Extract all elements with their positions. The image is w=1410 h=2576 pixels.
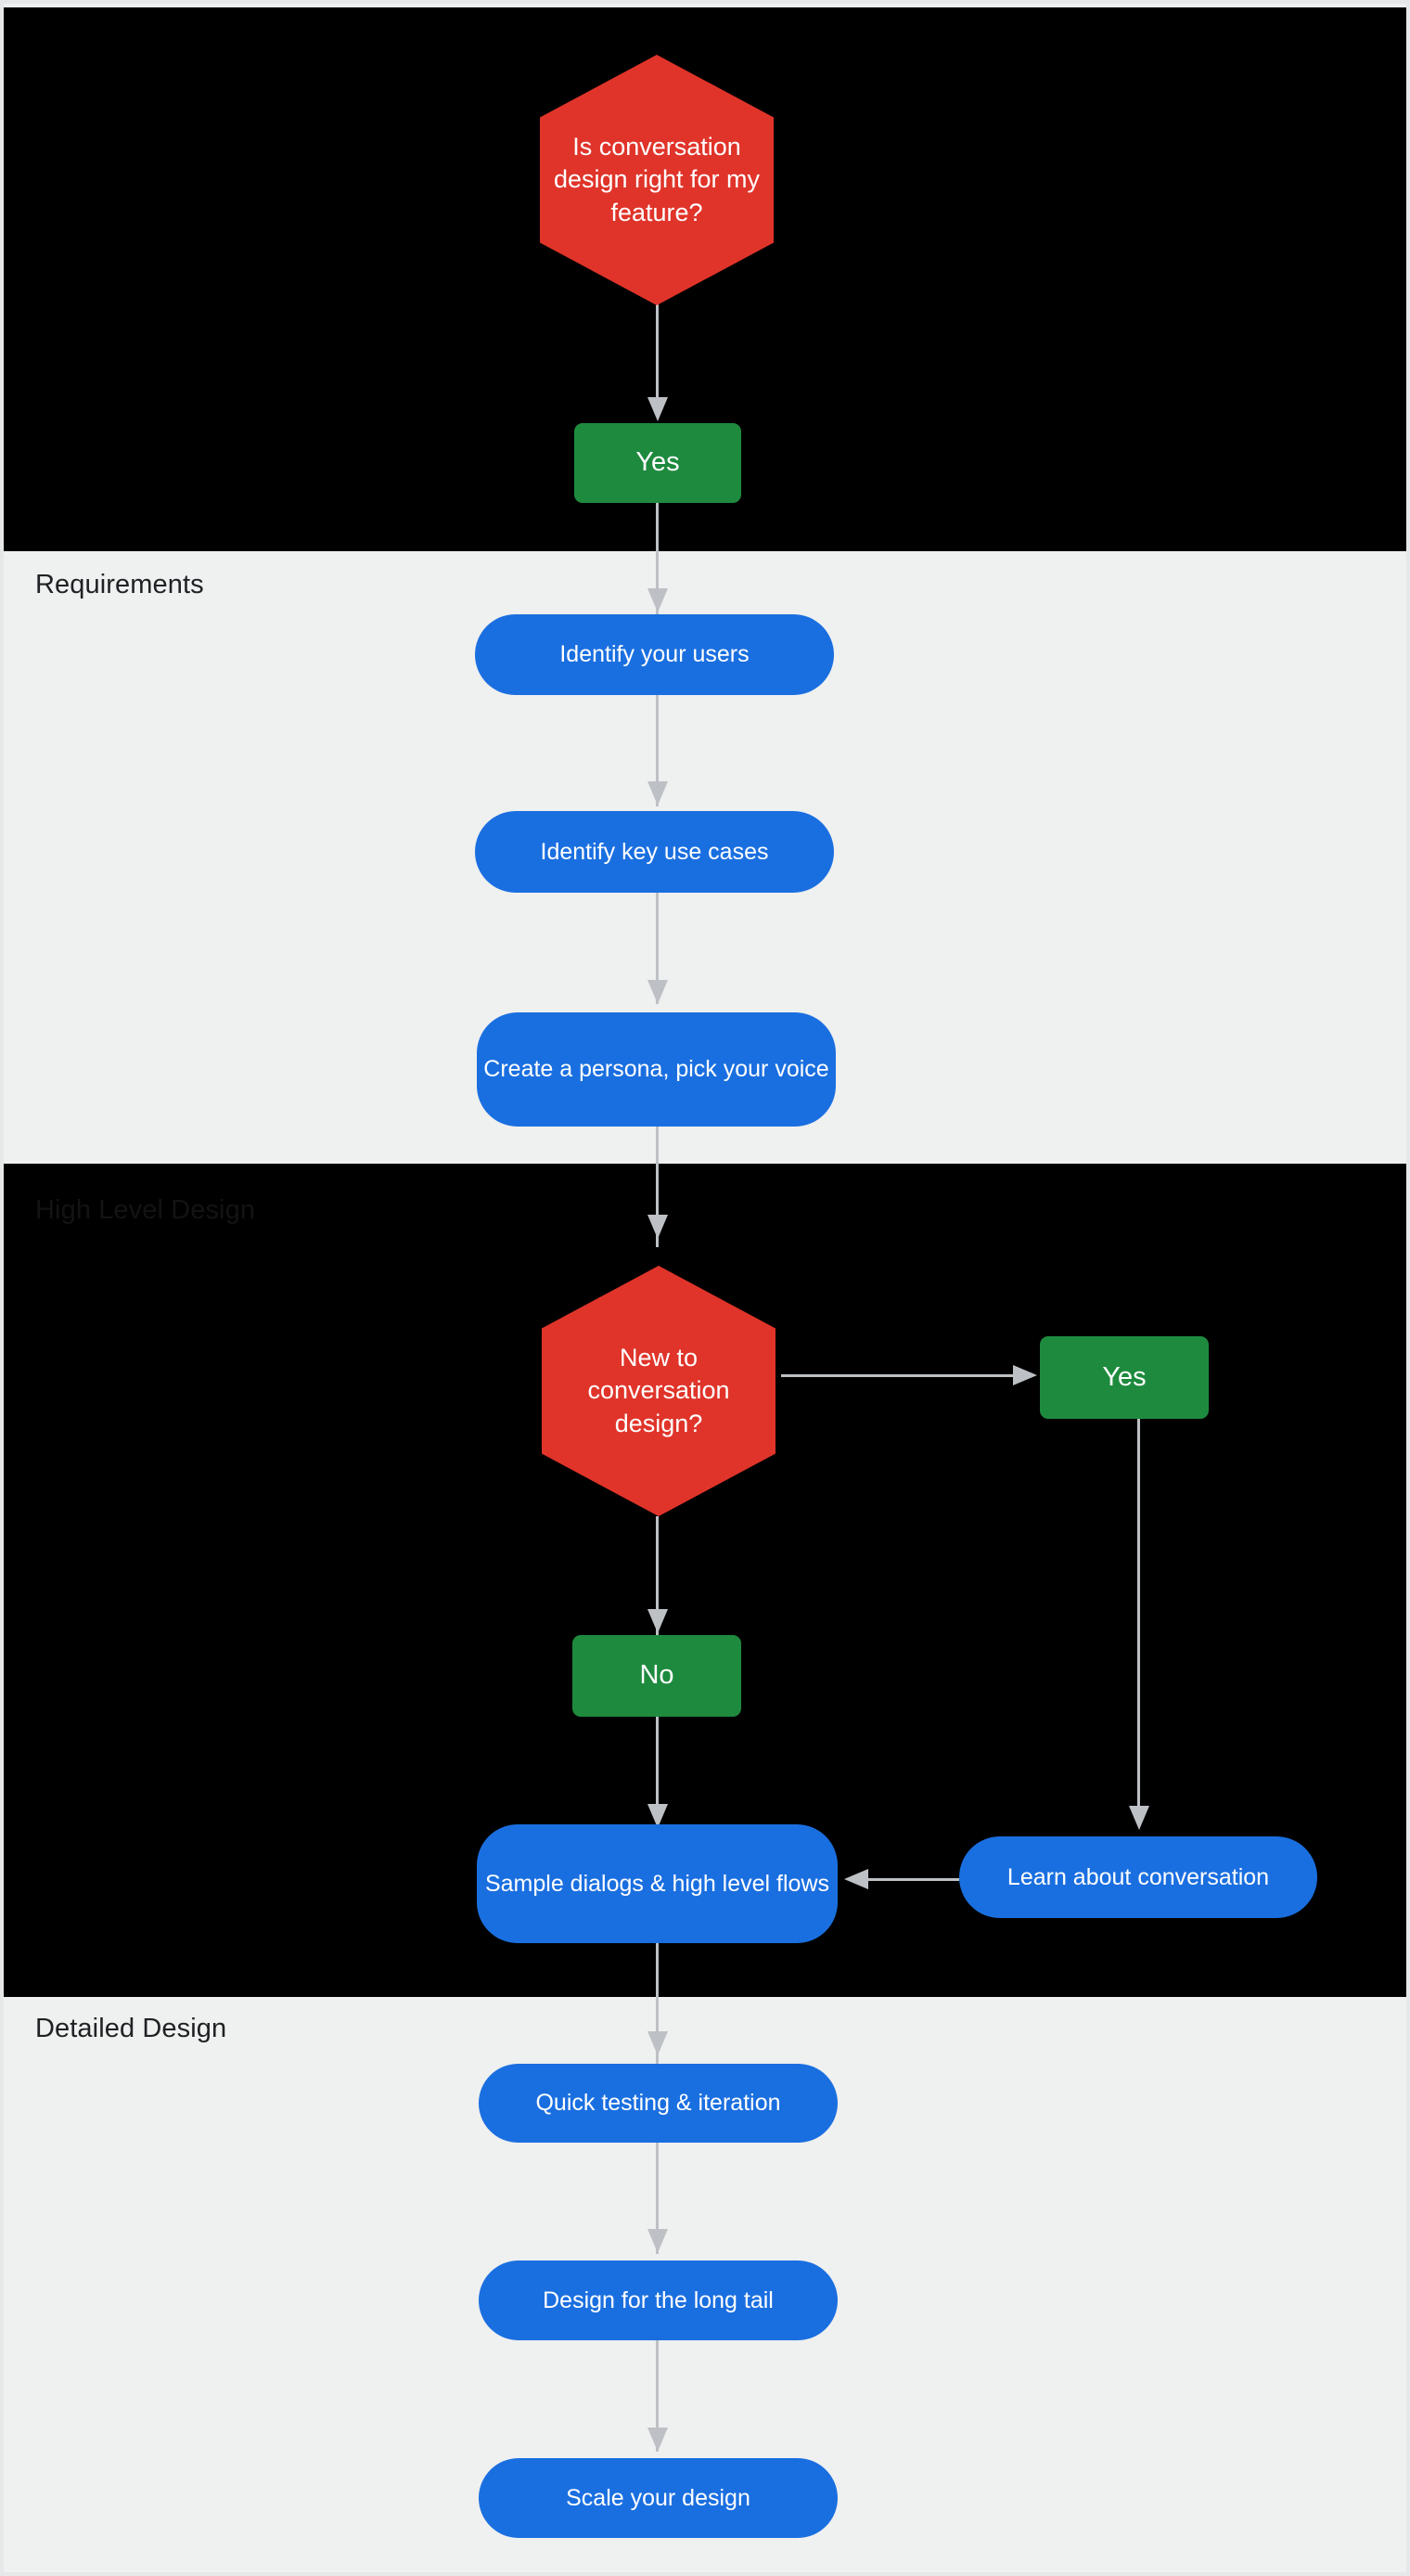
connector-sample-dialogs-to-quick-testing-arrowhead (647, 2031, 668, 2055)
step-scale-your-design-label: Scale your design (566, 2484, 750, 2511)
connector-decision-new-to-yes2-arrowhead (1013, 1365, 1037, 1385)
answer-yes-top-label: Yes (635, 447, 680, 478)
connector-quick-testing-to-long-tail (656, 2143, 659, 2254)
connector-learn-to-sample-dialogs (866, 1878, 959, 1881)
connector-yes1-to-identify-users (656, 503, 659, 614)
step-identify-your-users[interactable]: Identify your users (475, 614, 834, 695)
band-label-high-level-design: High Level Design (35, 1195, 256, 1225)
connector-long-tail-to-scale-design (656, 2340, 659, 2452)
answer-no-new-to-cd-label: No (639, 1660, 674, 1691)
answer-yes-new-to-cd-label: Yes (1102, 1361, 1147, 1392)
band-label-detailed-design: Detailed Design (35, 2014, 227, 2043)
connector-long-tail-to-scale-design-arrowhead (647, 2428, 668, 2452)
connector-no-to-sample-dialogs (656, 1716, 659, 1823)
connector-decision-new-to-no (656, 1516, 659, 1635)
connector-persona-to-decision-new-arrowhead (647, 1215, 668, 1239)
connector-yes2-to-learn-conversation-arrowhead (1129, 1806, 1149, 1830)
step-create-a-persona-pick-your-voice-label: Create a persona, pick your voice (483, 1056, 829, 1083)
connector-identify-users-to-use-cases-arrowhead (647, 781, 668, 805)
connector-no-to-sample-dialogs-arrowhead (647, 1804, 668, 1828)
step-quick-testing-and-iteration[interactable]: Quick testing & iteration (479, 2064, 838, 2143)
answer-yes-new-to-cd[interactable]: Yes (1040, 1336, 1209, 1419)
connector-yes1-to-identify-users-arrowhead (647, 588, 668, 612)
connector-learn-to-sample-dialogs-arrowhead (844, 1869, 868, 1889)
connector-decision-fit-to-yes (656, 301, 659, 403)
band-label-requirements: Requirements (35, 570, 204, 599)
decision-is-conversation-design-right[interactable]: Is conversation design right for my feat… (540, 55, 774, 305)
connector-quick-testing-to-long-tail-arrowhead (647, 2229, 668, 2253)
answer-yes-top[interactable]: Yes (574, 423, 741, 503)
connector-persona-to-decision-new (656, 1127, 659, 1247)
decision-new-to-conversation-design-label: New to conversation design? (587, 1344, 730, 1437)
step-sample-dialogs-high-level-flows[interactable]: Sample dialogs & high level flows (477, 1824, 838, 1943)
connector-identify-users-to-use-cases (656, 695, 659, 806)
connector-decision-new-to-no-arrowhead (647, 1609, 668, 1633)
step-identify-your-users-label: Identify your users (559, 641, 750, 668)
step-design-for-the-long-tail[interactable]: Design for the long tail (479, 2260, 838, 2340)
step-identify-key-use-cases-label: Identify key use cases (540, 838, 769, 865)
connector-yes2-to-learn-conversation (1137, 1419, 1140, 1818)
step-learn-about-conversation[interactable]: Learn about conversation (959, 1836, 1317, 1918)
answer-no-new-to-cd[interactable]: No (572, 1635, 741, 1717)
step-sample-dialogs-high-level-flows-label: Sample dialogs & high level flows (484, 1870, 830, 1897)
step-design-for-the-long-tail-label: Design for the long tail (543, 2286, 774, 2313)
step-scale-your-design[interactable]: Scale your design (479, 2458, 838, 2538)
connector-decision-new-to-yes2 (781, 1374, 1018, 1377)
step-create-a-persona-pick-your-voice[interactable]: Create a persona, pick your voice (477, 1012, 836, 1127)
step-learn-about-conversation-label: Learn about conversation (1006, 1863, 1270, 1890)
decision-is-conversation-design-right-label: Is conversation design right for my feat… (553, 133, 761, 226)
step-identify-key-use-cases[interactable]: Identify key use cases (475, 811, 834, 893)
decision-new-to-conversation-design[interactable]: New to conversation design? (542, 1266, 776, 1516)
connector-decision-fit-to-yes-arrowhead (647, 397, 668, 421)
connector-sample-dialogs-to-quick-testing (656, 1943, 659, 2064)
step-quick-testing-and-iteration-label: Quick testing & iteration (535, 2090, 781, 2117)
connector-use-cases-to-persona-arrowhead (647, 980, 668, 1004)
connector-use-cases-to-persona (656, 893, 659, 1004)
